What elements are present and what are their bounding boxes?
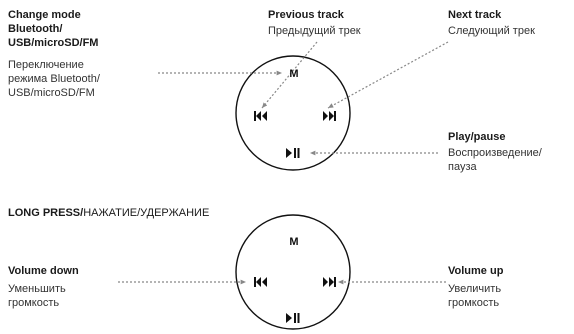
change-mode-subtitle: Переключение режима Bluetooth/ USB/micro… xyxy=(8,59,100,99)
volume-up-subtitle: Увеличить громкость xyxy=(448,283,502,309)
volume-up-title: Volume up xyxy=(448,265,504,277)
arrow-next-track xyxy=(327,41,449,109)
play-pause-icon xyxy=(286,148,300,158)
next-track-icon xyxy=(323,111,336,121)
next-track-title: Next track xyxy=(448,9,502,21)
previous-track-icon xyxy=(254,277,267,287)
mode-button-top: M xyxy=(289,68,299,80)
change-mode-title: Change mode Bluetooth/ USB/microSD/FM xyxy=(8,9,99,49)
play-pause-icon xyxy=(286,313,300,323)
previous-track-title: Previous track xyxy=(268,9,344,21)
remote-circle-top xyxy=(235,55,351,171)
play-pause-title: Play/pause xyxy=(448,131,506,143)
play-pause-subtitle: Воспроизведение/ пауза xyxy=(448,147,542,173)
previous-track-icon xyxy=(254,111,267,121)
remote-circle-bottom xyxy=(235,214,351,330)
previous-track-subtitle: Предыдущий трек xyxy=(268,25,361,37)
mode-button-bottom: M xyxy=(289,236,299,248)
next-track-subtitle: Следующий трек xyxy=(448,25,535,37)
long-press-bold: LONG PRESS/ xyxy=(8,207,84,219)
volume-down-subtitle: Уменьшить громкость xyxy=(8,283,66,309)
volume-down-title: Volume down xyxy=(8,265,79,277)
long-press-heading: LONG PRESS/НАЖАТИЕ/УДЕРЖАНИЕ xyxy=(8,206,209,220)
long-press-rest: НАЖАТИЕ/УДЕРЖАНИЕ xyxy=(83,207,210,219)
next-track-icon xyxy=(323,277,336,287)
